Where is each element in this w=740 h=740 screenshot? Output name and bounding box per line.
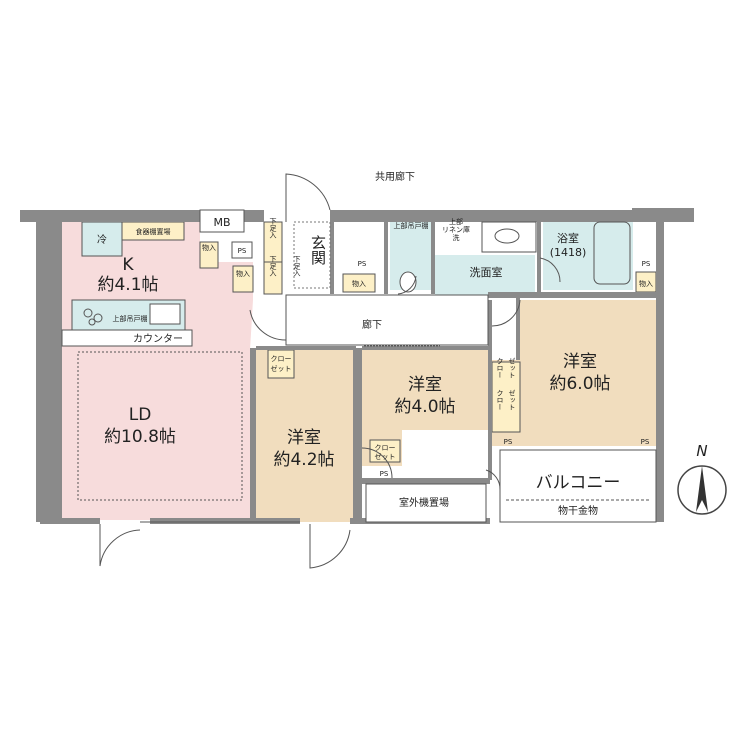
shoe-box-label-2: 下足入 [269,256,277,277]
ld-kitchen-floor [60,222,253,520]
ps-box-1 [231,241,253,259]
shoe-box-2 [263,261,283,295]
mb-label: MB [213,216,230,229]
closet-b-line1: クロー [375,444,396,452]
storage-label-3: 物入 [352,279,366,288]
linen-line2: リネン庫 [442,225,470,234]
washroom-floor [435,255,535,295]
compass-n-label: N [696,442,707,460]
counter-bar [61,329,193,347]
closet-d-line2: ゼット [508,389,516,411]
western-c-floor [490,300,656,446]
ps-label-4: PS [504,438,513,446]
compass: N [677,442,727,515]
fridge-space [81,221,123,257]
wc-upper-cabinet-label: 上部吊戸棚 [394,221,429,230]
western-a-size: 約4.2帖 [273,450,334,470]
storage-box-1 [199,241,219,269]
ld-dashed-area [77,351,243,501]
shoe-box-label-3: 下足入 [293,256,301,277]
washbasin [494,228,520,244]
washroom-label: 洗面室 [470,265,503,279]
ld-size: 約10.8帖 [104,427,176,447]
stove-burner-1 [83,308,93,318]
ps-label-5: PS [641,438,650,446]
bathtub [593,221,631,285]
bath-size: (1418) [550,246,587,259]
closet-a-line1: クロー [271,355,292,363]
western-b-floor [362,350,488,430]
western-a-name: 洋室 [287,428,321,448]
stove-burner-3 [88,318,96,326]
closet-d-line1: クロー [496,390,504,411]
corridor-label: 共用廊下 [375,170,415,183]
storage-box-3 [342,273,376,293]
stove-burner-2 [93,313,103,323]
linen-line3: 洗 [453,233,460,242]
balcony-area [499,449,657,523]
dish-shelf-label: 食器棚置場 [136,227,171,236]
windows [140,345,440,523]
laundry-pole-label: 物干金物 [558,504,598,517]
balcony-label: バルコニー [536,473,621,493]
walls [20,208,694,524]
storage-label-2: 物入 [236,269,250,278]
ac-unit-label: 室外機置場 [399,496,449,509]
closet-b [369,439,401,463]
mb-box [199,209,245,233]
western-b-size: 約4.0帖 [394,397,455,417]
closet-a [267,349,295,379]
western-a-floor [256,350,353,522]
compass-needle-icon [696,466,708,512]
ld-name: LD [129,405,152,425]
vanity [481,221,537,253]
ps-label-3: PS [642,260,651,268]
bath-name: 浴室 [557,231,579,245]
hallway-label: 廊下 [362,318,382,331]
closet-c [491,361,521,433]
linen-line1: 上部 [449,217,463,226]
fridge-label: 冷 [97,233,107,246]
ac-unit-area [365,483,487,523]
doors [99,173,561,569]
ps-label-1: PS [238,247,247,255]
western-c-size: 約6.0帖 [549,374,610,394]
storage-label-1: 物入 [202,243,216,252]
hallway-area [285,294,489,346]
closet-b-line2: ゼット [375,452,396,461]
western-b-name: 洋室 [408,375,442,395]
entrance-label: 玄関 [309,235,327,266]
entrance-area [293,221,331,289]
closet-c-line1: クロー [496,358,504,379]
storage-label-4: 物入 [639,279,653,288]
toilet [399,271,417,293]
closet-a-line2: ゼット [271,364,292,373]
ps-label-6: PS [380,470,389,478]
ps-label-2: PS [358,260,367,268]
counter-label: カウンター [133,333,183,345]
shoe-box-label-1: 下足入 [269,218,277,239]
upper-cabinet-label: 上部吊戸棚 [113,314,148,323]
kitchen-size: 約4.1帖 [97,275,158,295]
kitchen-sink [149,303,181,325]
kitchen-name: K [122,255,134,275]
storage-box-2 [232,265,254,293]
closet-c-line2: ゼット [508,357,516,379]
western-c-name: 洋室 [563,352,597,372]
